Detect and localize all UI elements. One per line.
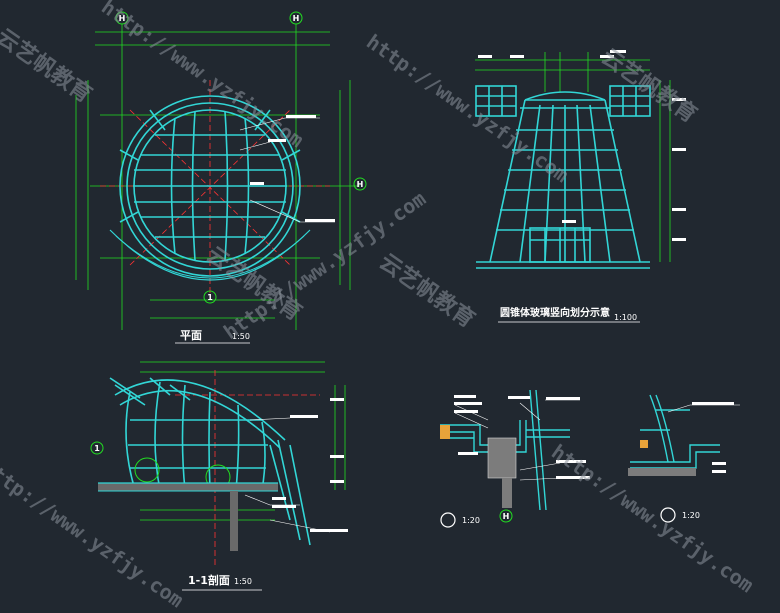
axis-label-plan-left: H	[119, 14, 126, 23]
detail-1-column	[502, 478, 512, 508]
plan-axis-marker-right: H	[289, 11, 303, 25]
detail-2-view: 1:20	[628, 394, 740, 523]
section-annotation-texts	[272, 398, 348, 532]
detail-1-annotation-texts	[454, 395, 590, 479]
section-floor-slab	[98, 482, 278, 551]
plan-title: 平面	[180, 329, 202, 342]
detail-2-scale: 1:20	[682, 511, 700, 520]
watermark-brand-1: 云艺帆教育	[0, 24, 97, 108]
elevation-dimension-lines	[475, 52, 671, 262]
watermark-url-2: http://www.yzfjy.com	[97, 0, 308, 152]
watermark-layer: 云艺帆教育 云艺帆教育 云艺帆教育 云艺帆教育 http://www.yzfjy…	[0, 0, 758, 612]
axis-label-plan-side: H	[357, 180, 364, 189]
plan-axis-marker-side: H	[353, 177, 367, 191]
plan-axis-marker-bottom: 1	[203, 290, 217, 304]
detail-2-annotation-texts	[692, 402, 734, 473]
detail-2-structure	[630, 394, 720, 469]
elevation-cone-structure	[475, 85, 651, 269]
detail-1-view: H 1:20	[440, 389, 590, 528]
plan-dome-structure	[109, 95, 311, 281]
axis-label-section-left: 1	[94, 444, 100, 453]
detail-1-axis-marker: H	[499, 509, 513, 523]
detail-1-concrete	[487, 437, 517, 479]
plan-axis-marker-left: H	[115, 11, 129, 25]
detail-2-callout-circle	[660, 507, 676, 523]
section-annotation-leaders	[244, 417, 331, 533]
detail-2-slab	[628, 468, 696, 476]
watermark-brand-2: 云艺帆教育	[375, 249, 480, 333]
detail-1-marker	[440, 425, 450, 439]
section-view: 1 1-1剖面 1:50	[90, 361, 348, 591]
axis-label-detail: H	[503, 512, 510, 521]
detail-2-annotation-leaders	[667, 404, 740, 413]
section-axis-lines	[175, 370, 320, 565]
section-scale: 1:50	[234, 577, 252, 586]
elevation-title: 圆锥体玻璃竖向划分示意	[500, 306, 610, 319]
detail-2-marker	[640, 440, 648, 448]
elevation-scale: 1:100	[614, 313, 637, 322]
elevation-view: 圆锥体玻璃竖向划分示意 1:100	[475, 50, 686, 323]
watermark-url-4: http://www.yzfjy.com	[547, 439, 758, 597]
section-title: 1-1剖面	[188, 573, 230, 587]
watermark-url-3: http://www.yzfjy.com	[0, 454, 188, 612]
section-axis-marker: 1	[90, 441, 104, 455]
axis-label-plan-right: H	[293, 14, 300, 23]
plan-annotation-texts	[250, 115, 335, 222]
plan-scale: 1:50	[232, 332, 250, 341]
detail-1-scale: 1:20	[462, 516, 480, 525]
axis-label-plan-bottom: 1	[207, 293, 213, 302]
elevation-side-dimension-ticks	[478, 50, 686, 241]
section-dimension-lines	[140, 361, 346, 521]
detail-1-callout-circle	[440, 512, 456, 528]
plan-view: H H H 1 平面 1:50	[75, 11, 367, 344]
